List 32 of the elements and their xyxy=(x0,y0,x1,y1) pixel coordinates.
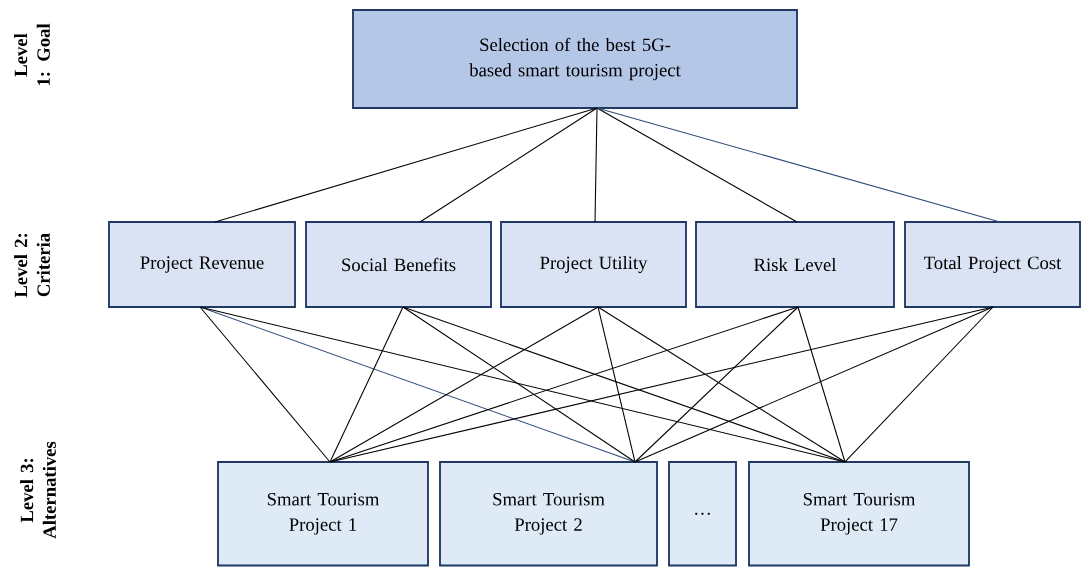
connector-line xyxy=(329,306,799,463)
criterion-box: Project Utility xyxy=(500,221,687,308)
criterion-box: Project Revenue xyxy=(108,221,296,308)
level-label: Level 3: Alternatives xyxy=(20,441,56,539)
connector-line xyxy=(844,306,994,463)
alternative-box: Smart Tourism Project 2 xyxy=(439,461,658,567)
connector-line xyxy=(797,306,846,463)
connector-line xyxy=(596,107,1001,223)
connector-line xyxy=(329,306,404,463)
level-label: Level 1: Goal xyxy=(14,23,50,86)
alternative-box: … xyxy=(668,461,737,567)
connector-line xyxy=(199,306,636,463)
alternative-box: Smart Tourism Project 17 xyxy=(748,461,970,567)
connector-line xyxy=(597,306,636,463)
connector-line xyxy=(634,306,799,463)
connector-line xyxy=(634,306,994,463)
connector-line xyxy=(214,107,598,223)
connector-line xyxy=(199,306,846,463)
connector-line xyxy=(402,306,636,463)
alternative-box: Smart Tourism Project 1 xyxy=(217,461,429,567)
connector-line xyxy=(199,306,331,463)
connector-line xyxy=(594,107,598,223)
connector-line xyxy=(402,306,846,463)
connector-line xyxy=(596,107,798,223)
goal-box: Selection of the best 5G-based smart tourism project xyxy=(352,9,798,109)
criterion-box: Total Project Cost xyxy=(904,221,1081,308)
criterion-box: Risk Level xyxy=(695,221,895,308)
connector-line xyxy=(329,306,599,463)
connector-line xyxy=(419,107,598,223)
criterion-box: Social Benefits xyxy=(305,221,492,308)
level-label: Level 2: Criteria xyxy=(14,233,50,298)
connector-line xyxy=(597,306,846,463)
